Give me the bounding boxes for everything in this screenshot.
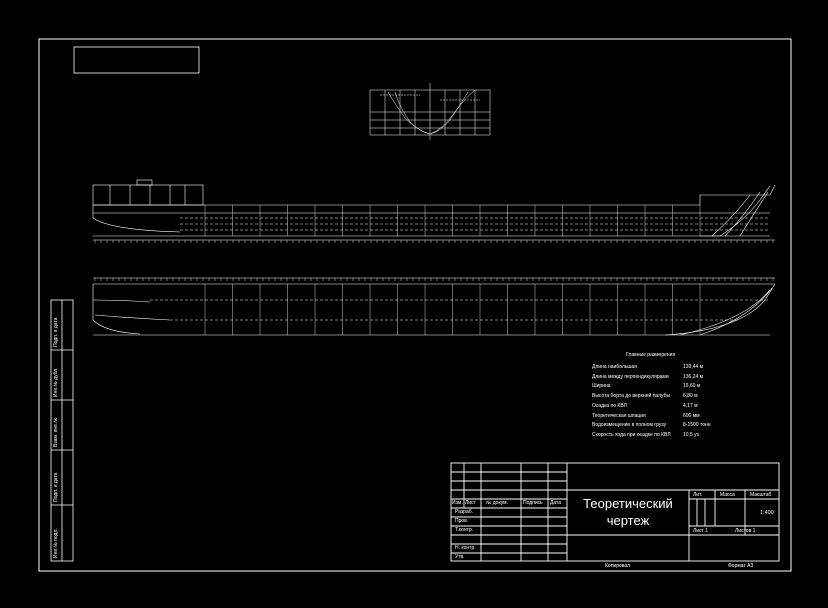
sheets-label: Листов 1 bbox=[735, 528, 756, 534]
particular-value: 6,80 м bbox=[683, 393, 698, 400]
particular-label: Длина наибольшая bbox=[592, 364, 637, 370]
col-header-date: Дата bbox=[550, 500, 562, 506]
profile-stations bbox=[94, 205, 774, 243]
particular-label: Водоизмещение в полном грузу bbox=[592, 422, 667, 429]
particular-label: Осадка по КВЛ bbox=[592, 402, 627, 409]
half-breadth-stations bbox=[94, 278, 774, 335]
side-vzam-inv: Взам. инв.№ bbox=[53, 417, 59, 447]
particulars-title: Главные размерения bbox=[626, 352, 676, 358]
particular-value: 139,44 м bbox=[683, 364, 704, 370]
body-plan-view bbox=[369, 83, 491, 140]
role-tech-control: Т.контр. bbox=[455, 527, 474, 533]
particular-label: Длина между перпендикулярами bbox=[592, 373, 669, 380]
scale-value: 1:400 bbox=[760, 510, 774, 516]
col-header-list: Лист bbox=[465, 500, 476, 506]
role-approver: Утв. bbox=[455, 554, 465, 560]
col-header-izm: Изм. bbox=[452, 500, 463, 506]
designation-box bbox=[73, 46, 200, 74]
format-label: Формат А3 bbox=[728, 563, 754, 569]
side-inv-dubl: Инв.№ дубл. bbox=[53, 367, 59, 397]
profile-view bbox=[92, 179, 776, 241]
particular-label: Ширина bbox=[592, 383, 611, 390]
particular-label: Теоретическая шпация bbox=[592, 412, 646, 419]
particular-value: 10,5 уз bbox=[683, 431, 699, 438]
particular-value: 4,17 м bbox=[683, 402, 698, 409]
col-header-doc: № докум. bbox=[486, 500, 508, 506]
side-podp-data-1: Подп. и дата bbox=[53, 472, 59, 502]
particular-label: Высота борта до верхней палубы bbox=[592, 393, 671, 400]
drawing-title: Теоретический чертеж bbox=[583, 496, 673, 528]
col-header-sign: Подпись bbox=[523, 500, 543, 506]
lit-label: Лит. bbox=[693, 492, 703, 498]
title-block bbox=[450, 462, 780, 562]
side-stamp bbox=[50, 299, 74, 562]
sheet-label: Лист 1 bbox=[693, 528, 709, 534]
role-developer: Разраб. bbox=[455, 509, 474, 515]
sheet-frame bbox=[38, 38, 792, 572]
particular-label: Скорость хода при осадке по КВЛ bbox=[592, 431, 671, 438]
particular-value: 600 мм bbox=[683, 412, 700, 419]
side-inv-podl: Инв.№ подл. bbox=[53, 528, 59, 558]
particular-value: 136,24 м bbox=[683, 373, 704, 380]
particular-value: 16,60 м bbox=[683, 383, 701, 390]
role-norm-control: Н. контр. bbox=[455, 545, 476, 551]
mass-label: Масса bbox=[720, 492, 735, 498]
particular-value: 8-1500 тонн bbox=[683, 422, 711, 429]
role-checker: Пров. bbox=[455, 518, 469, 524]
side-podp-data-2: Подп. и дата bbox=[53, 317, 59, 347]
scale-label: Масштаб bbox=[750, 492, 772, 498]
copied-label: Копировал bbox=[605, 563, 631, 569]
